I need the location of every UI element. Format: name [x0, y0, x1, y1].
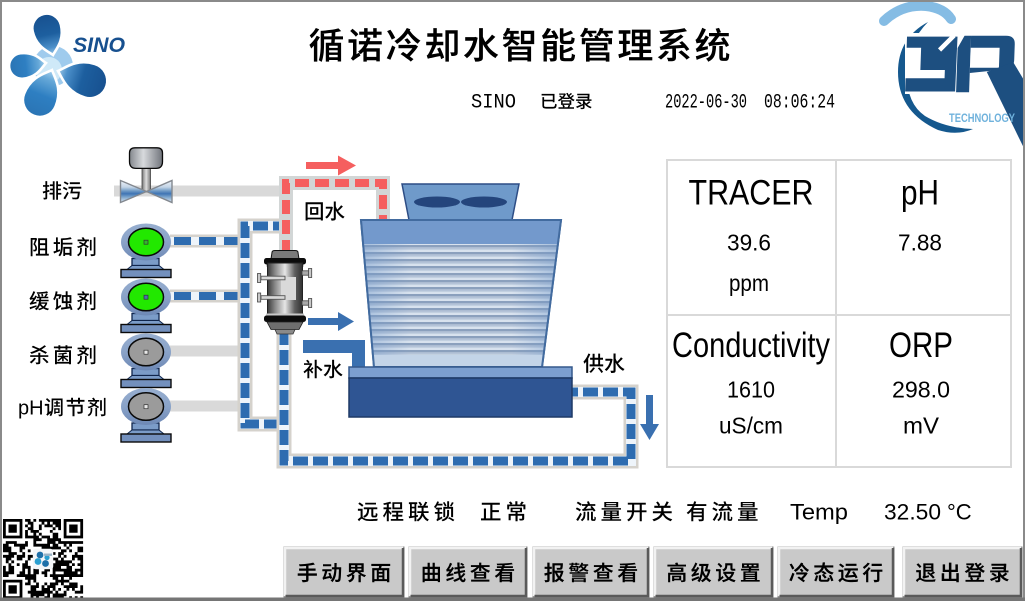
svg-text:SINO: SINO	[73, 34, 125, 57]
svg-text:1610: 1610	[727, 377, 775, 403]
svg-text:2022-06-30: 2022-06-30	[665, 92, 747, 115]
svg-text:uS/cm: uS/cm	[719, 413, 783, 439]
svg-text:pH: pH	[901, 174, 939, 213]
svg-text:298.0: 298.0	[892, 377, 950, 403]
svg-text:SINO: SINO	[471, 92, 516, 115]
svg-text:08:06:24: 08:06:24	[764, 92, 835, 115]
svg-text:TRACER: TRACER	[689, 174, 814, 213]
svg-text:Temp: Temp	[790, 500, 848, 525]
svg-text:7.88: 7.88	[898, 230, 942, 256]
svg-text:°C: °C	[947, 500, 972, 525]
svg-text:Conductivity: Conductivity	[672, 326, 830, 365]
svg-text:pH: pH	[18, 398, 44, 420]
svg-text:32.50: 32.50	[884, 500, 941, 525]
svg-text:ppm: ppm	[729, 270, 769, 296]
svg-text:mV: mV	[903, 413, 940, 439]
svg-text:ORP: ORP	[889, 326, 953, 365]
svg-text:39.6: 39.6	[727, 230, 771, 256]
svg-text:TECHNOLOGY: TECHNOLOGY	[949, 111, 1015, 125]
